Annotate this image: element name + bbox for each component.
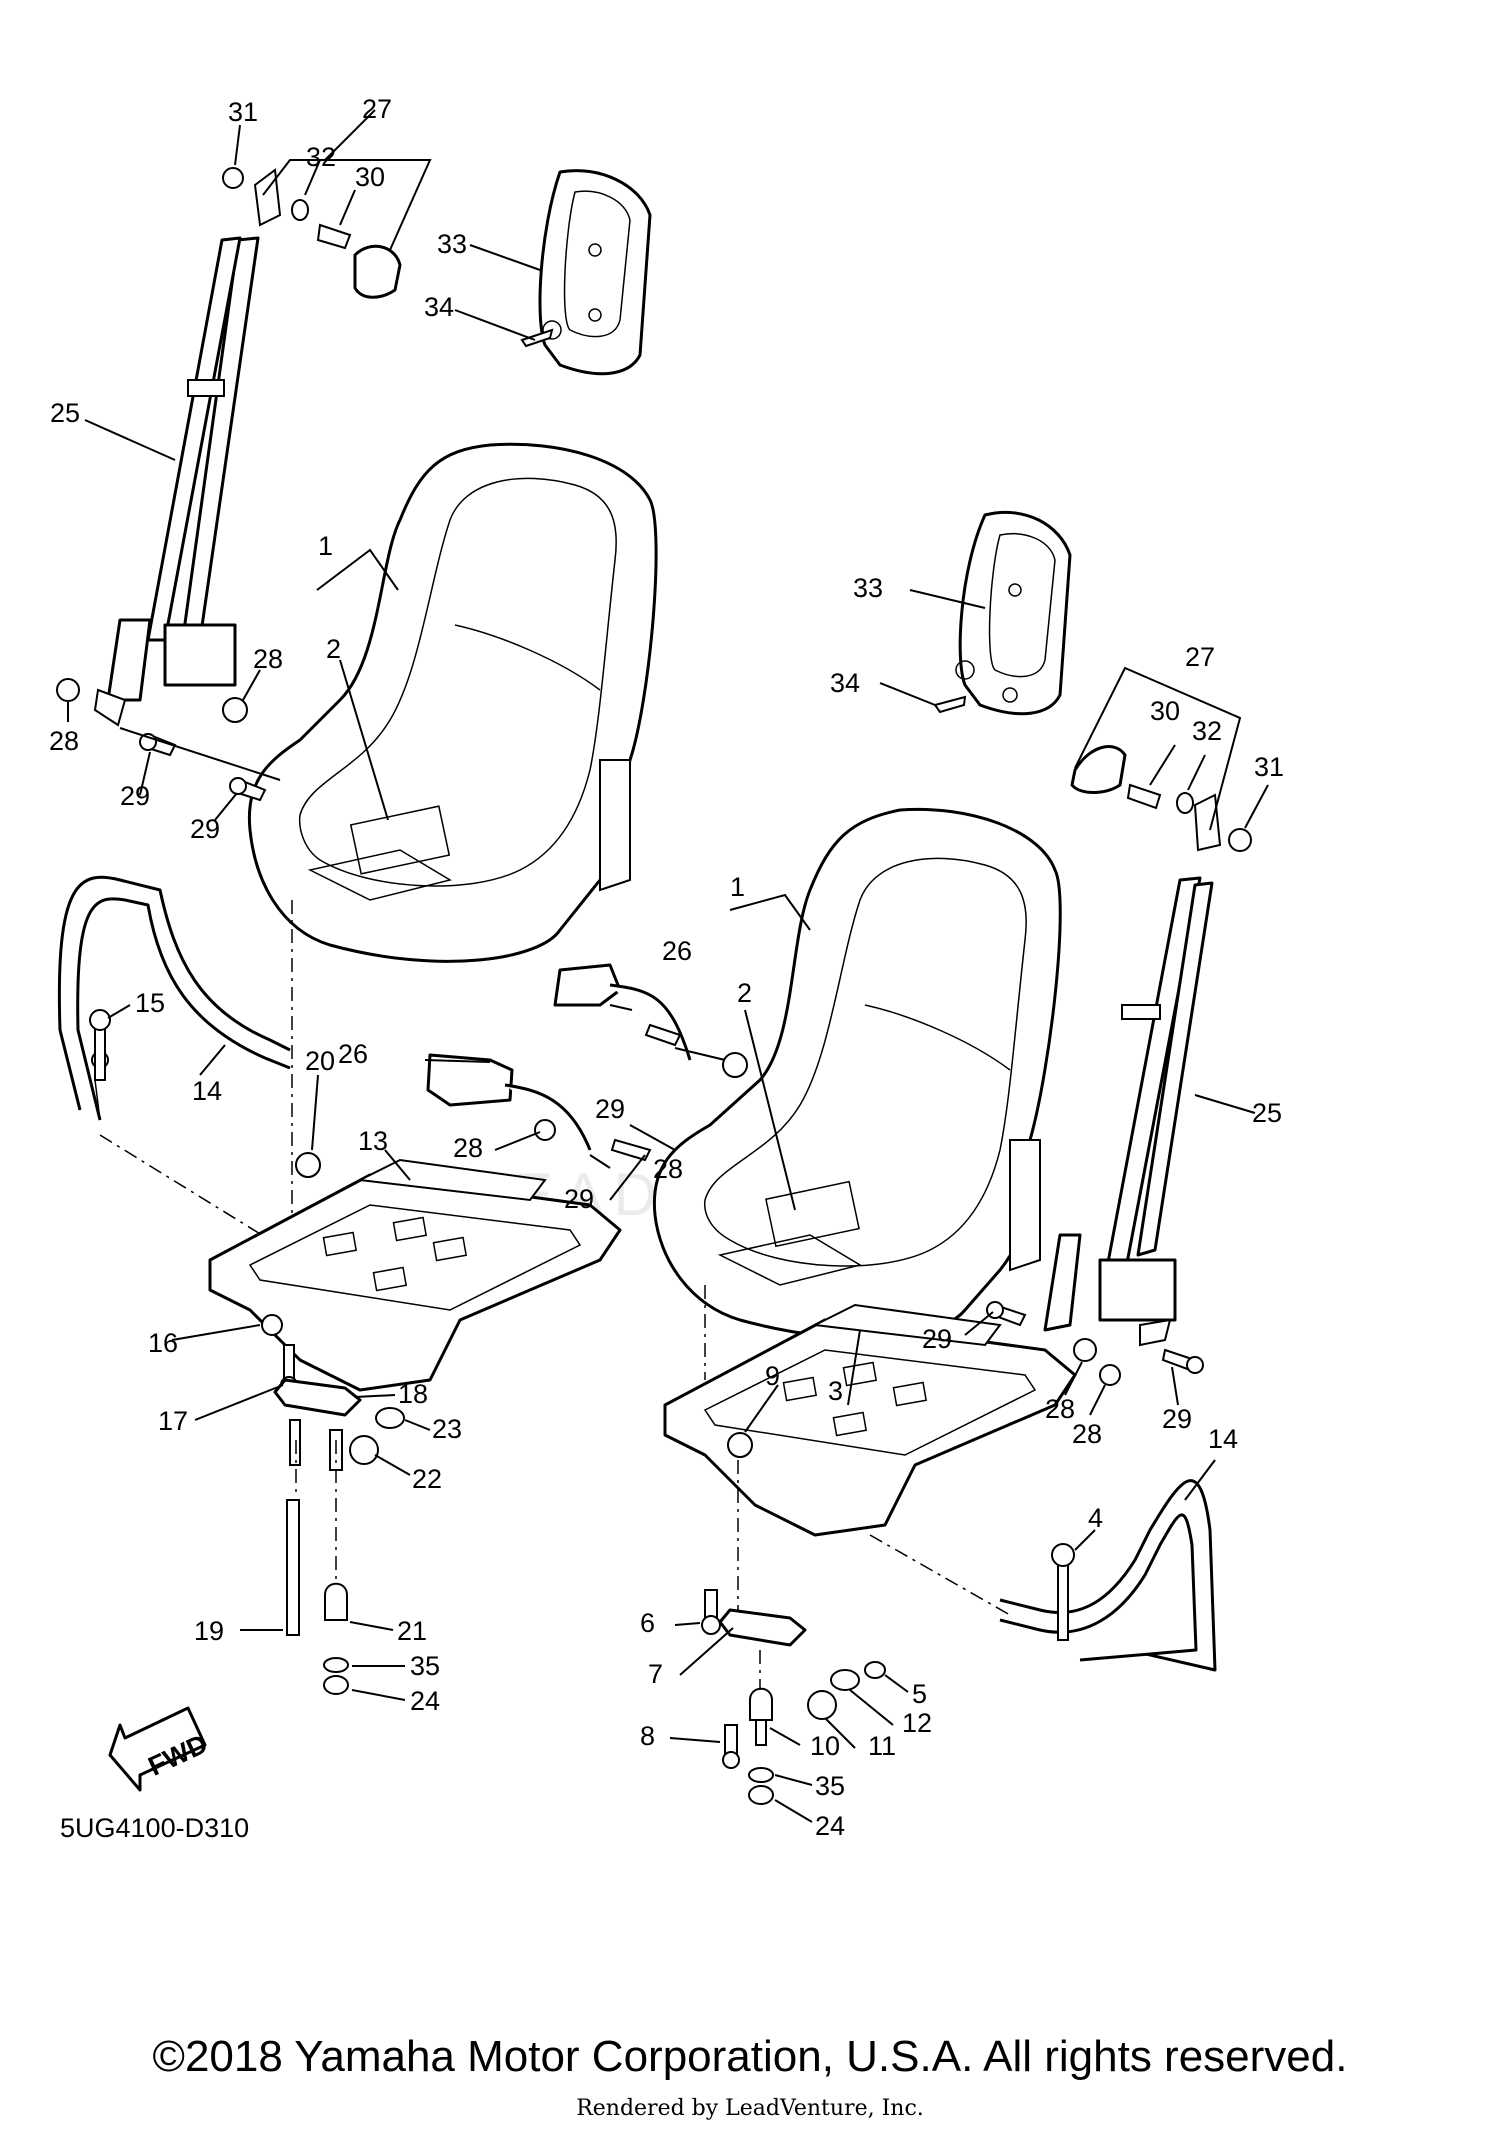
callout-33: 33 — [853, 573, 883, 603]
headrest-right — [933, 510, 1072, 716]
seat-belt-right — [1043, 876, 1214, 1347]
anchor-set-left — [222, 167, 402, 299]
callout-20: 20 — [305, 1046, 335, 1076]
callout-2: 2 — [326, 634, 341, 664]
callout-28: 28 — [1045, 1394, 1075, 1424]
callout-28: 28 — [1072, 1419, 1102, 1449]
callout-13: 13 — [358, 1126, 388, 1156]
callout-2: 2 — [737, 978, 752, 1008]
headrest-left — [520, 169, 652, 376]
callout-9: 9 — [765, 1361, 780, 1391]
callout-16: 16 — [148, 1328, 178, 1358]
callout-26: 26 — [662, 936, 692, 966]
callout-31: 31 — [1254, 752, 1284, 782]
callout-27: 27 — [362, 94, 392, 124]
callout-23: 23 — [432, 1414, 462, 1444]
diagram-code: 5UG4100-D310 — [60, 1813, 250, 1843]
leader-lines — [67, 109, 1269, 1823]
callout-29: 29 — [190, 814, 220, 844]
callout-29: 29 — [1162, 1404, 1192, 1434]
callout-35: 35 — [815, 1771, 845, 1801]
anchor-set-right — [1070, 745, 1252, 852]
callout-19: 19 — [194, 1616, 224, 1646]
callout-15: 15 — [135, 988, 165, 1018]
callout-18: 18 — [398, 1379, 428, 1409]
callout-25: 25 — [1252, 1098, 1282, 1128]
callout-24: 24 — [410, 1686, 440, 1716]
seat-frame-right — [663, 1303, 1077, 1537]
callout-10: 10 — [810, 1731, 840, 1761]
left-belt-fasteners — [56, 678, 267, 802]
callout-32: 32 — [306, 142, 336, 172]
grab-bar-left — [57, 875, 291, 1121]
callout-33: 33 — [437, 229, 467, 259]
callout-32: 32 — [1192, 716, 1222, 746]
callout-14: 14 — [1208, 1424, 1238, 1454]
callout-34: 34 — [830, 668, 860, 698]
callout-14: 14 — [192, 1076, 222, 1106]
callout-28: 28 — [253, 644, 283, 674]
callout-4: 4 — [1088, 1503, 1103, 1533]
callout-22: 22 — [412, 1464, 442, 1494]
callout-29: 29 — [564, 1184, 594, 1214]
callout-28: 28 — [453, 1133, 483, 1163]
right-small-parts — [701, 1432, 886, 1805]
callout-30: 30 — [355, 162, 385, 192]
seat-belt-left — [93, 236, 260, 727]
callout-34: 34 — [424, 292, 454, 322]
callout-3: 3 — [828, 1376, 843, 1406]
callout-29: 29 — [922, 1324, 952, 1354]
callout-6: 6 — [640, 1608, 655, 1638]
left-small-parts — [261, 1152, 405, 1695]
callout-26: 26 — [338, 1039, 368, 1069]
callout-28: 28 — [49, 726, 79, 756]
callout-21: 21 — [397, 1616, 427, 1646]
callout-12: 12 — [902, 1708, 932, 1738]
callout-11: 11 — [868, 1731, 896, 1761]
rendered-by-notice: Rendered by LeadVenture, Inc. — [576, 2096, 924, 2121]
seat-frame-left — [208, 1158, 622, 1392]
callout-29: 29 — [595, 1094, 625, 1124]
callout-1: 1 — [318, 531, 333, 561]
callout-1: 1 — [730, 872, 745, 902]
grab-bar-right — [999, 1479, 1217, 1672]
callout-25: 25 — [50, 398, 80, 428]
copyright-notice: ©2018 Yamaha Motor Corporation, U.S.A. A… — [152, 2032, 1348, 2081]
callout-28: 28 — [653, 1154, 683, 1184]
callout-31: 31 — [228, 97, 258, 127]
callout-27: 27 — [1185, 642, 1215, 672]
callout-30: 30 — [1150, 696, 1180, 726]
fwd-arrow-icon: FWD — [108, 1706, 212, 1792]
callout-labels: 31 27 32 30 33 34 25 1 2 28 28 29 29 26 … — [49, 94, 1284, 1841]
seat-right — [652, 807, 1062, 1340]
callout-29: 29 — [120, 781, 150, 811]
callout-24: 24 — [815, 1811, 845, 1841]
callout-5: 5 — [912, 1679, 927, 1709]
callout-8: 8 — [640, 1721, 655, 1751]
callout-17: 17 — [158, 1406, 188, 1436]
callout-35: 35 — [410, 1651, 440, 1681]
buckle-left — [426, 963, 748, 1162]
seat-left — [247, 442, 658, 963]
callout-7: 7 — [648, 1659, 663, 1689]
